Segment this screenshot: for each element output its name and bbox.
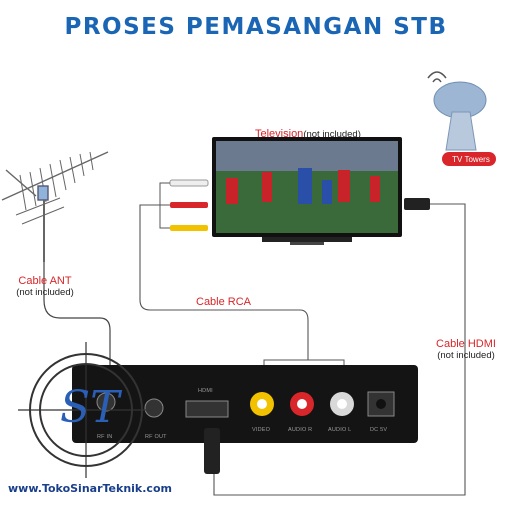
page-title: PROSES PEMASANGAN STB: [64, 14, 448, 40]
port-label-hdmi: HDMI: [198, 388, 213, 394]
set-top-box: [72, 365, 418, 474]
logo: [18, 342, 154, 478]
tv-label: Television(not included): [255, 128, 361, 140]
tower-label: TV Towers: [452, 155, 490, 164]
hdmi-plug-tv: [213, 198, 466, 496]
cable-ant-wire: [43, 262, 111, 400]
cable-rca-wire: [139, 204, 309, 360]
cable-rca-label: Cable RCA: [196, 296, 252, 308]
cable-ant-label: Cable ANT (not included): [16, 275, 74, 298]
television: [212, 137, 402, 245]
cable-hdmi-label: Cable HDMI (not included): [436, 338, 496, 361]
antenna-icon: [1, 151, 109, 262]
port-label-dc: DC 5V: [370, 427, 388, 433]
rca-plugs-tv: [159, 179, 209, 231]
port-label-video: VIDEO: [252, 427, 271, 433]
website-link: www.TokoSinarTeknik.com: [8, 482, 172, 495]
port-label-rf-in: RF IN: [97, 434, 113, 440]
port-label-rf-out: RF OUT: [145, 434, 167, 440]
port-label-audio-r: AUDIO R: [288, 427, 313, 433]
logo-text: ST: [60, 382, 120, 433]
port-label-audio-l: AUDIO L: [328, 427, 352, 433]
tower-icon: [427, 71, 496, 166]
